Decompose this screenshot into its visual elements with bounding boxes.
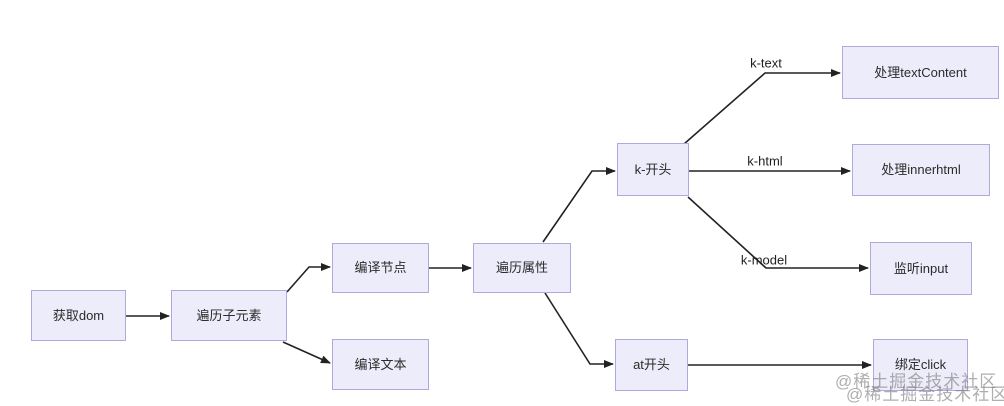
node-compile-text: 编译文本 <box>332 339 429 390</box>
node-traverse-children: 遍历子元素 <box>171 290 287 341</box>
edge-traverse-attrs-to-k-prefix <box>542 167 616 243</box>
edge-traverse-children-to-compile-node <box>286 263 331 293</box>
node-listen-input: 监听input <box>870 242 972 295</box>
edge-k-prefix-to-handle-textcontent <box>683 69 841 145</box>
node-handle-textcontent: 处理textContent <box>842 46 999 99</box>
node-compile-node: 编译节点 <box>332 243 429 293</box>
edge-traverse-attrs-to-at-prefix <box>544 292 614 368</box>
node-bind-click: 绑定click <box>873 339 968 391</box>
node-k-prefix: k-开头 <box>617 143 689 196</box>
edge-label-k-text: k-text <box>750 55 782 71</box>
edge-traverse-children-to-compile-text <box>282 341 331 364</box>
node-at-prefix: at开头 <box>615 339 688 391</box>
edge-k-prefix-to-listen-input <box>687 196 869 272</box>
node-traverse-attrs: 遍历属性 <box>473 243 571 293</box>
edge-label-k-html: k-html <box>747 153 783 169</box>
node-get-dom: 获取dom <box>31 290 126 341</box>
edge-label-k-model: k-model <box>740 252 788 268</box>
node-handle-innerhtml: 处理innerhtml <box>852 144 990 196</box>
